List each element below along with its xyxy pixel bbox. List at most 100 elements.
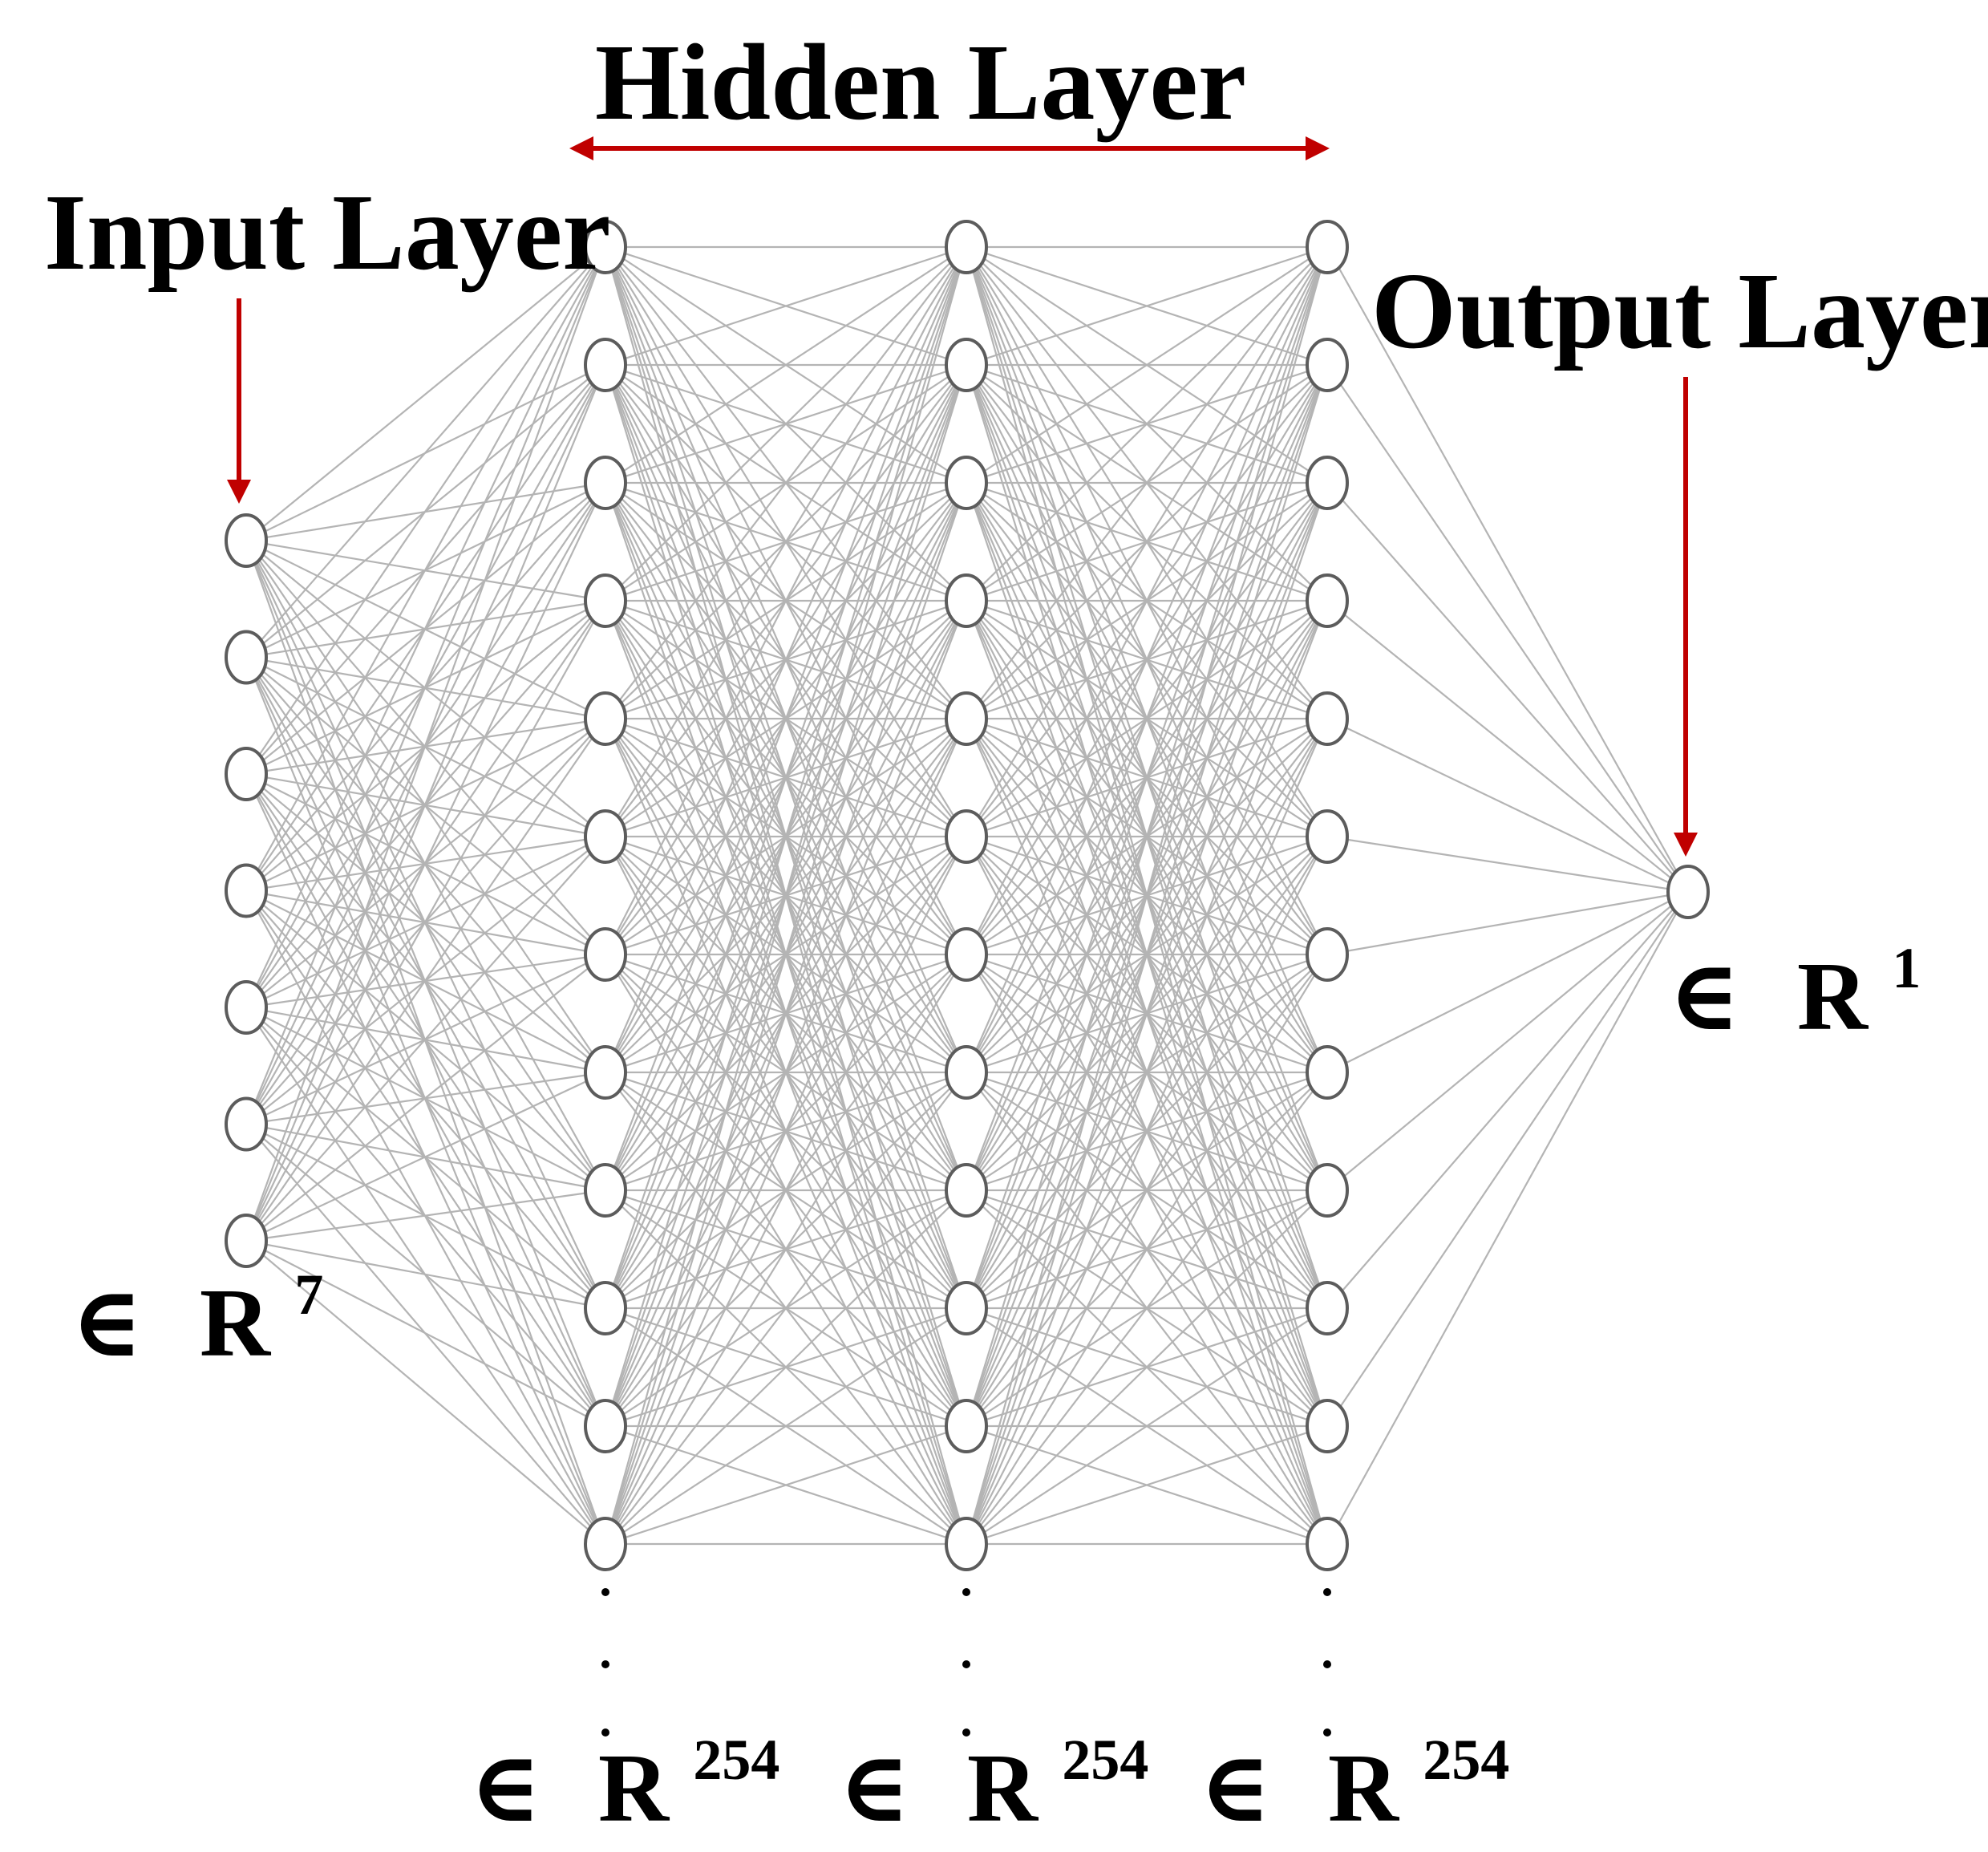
hidden2-neuron [945, 573, 988, 628]
connections [245, 245, 1689, 1546]
ellipsis-dot [1323, 1728, 1331, 1737]
hidden2-neuron [945, 220, 988, 274]
connection-line [966, 246, 1328, 837]
connection-line [604, 718, 968, 1545]
hidden1-neuron [584, 1045, 627, 1100]
connection-line [604, 246, 968, 1427]
connection-line [605, 836, 967, 1545]
hidden3-neuron [1306, 220, 1349, 274]
connection-line [605, 246, 967, 837]
input-neuron [225, 513, 268, 568]
connection-line [966, 246, 1328, 719]
hidden1-neuron [584, 456, 627, 510]
truncation-dots [601, 1588, 1331, 1737]
connection-line [605, 1307, 967, 1545]
connection-line [1326, 364, 1689, 893]
connection-line [965, 246, 1329, 1309]
dimension-exponent: 254 [1062, 1728, 1148, 1792]
neurons [225, 220, 1710, 1571]
connection-line [965, 246, 1329, 1191]
connection-line [966, 954, 1328, 1545]
hidden3-neuron [1306, 1281, 1349, 1335]
hidden2-neuron [945, 1163, 988, 1218]
connection-line [605, 246, 967, 602]
connection-line [1326, 890, 1689, 956]
hidden3-neuron [1306, 1517, 1349, 1571]
connection-line [245, 1189, 606, 1242]
hidden1-neuron [584, 1163, 627, 1218]
connection-line [1326, 246, 1689, 893]
connection-line [965, 364, 1329, 1545]
ellipsis-dot [1323, 1660, 1331, 1668]
hidden3-dimension-label: ∈ R 254 [1199, 1728, 1509, 1842]
dimension-base: R [967, 1734, 1039, 1842]
hidden2-neuron [945, 927, 988, 982]
connection-line [965, 246, 1329, 1545]
hidden2-neuron [945, 1517, 988, 1571]
hidden2-dimension-label: ∈ R 254 [838, 1728, 1148, 1842]
connection-line [1326, 891, 1689, 1073]
connection-line [966, 245, 1328, 367]
connection-line [245, 482, 606, 1242]
connection-line [245, 246, 606, 659]
connection-line [966, 1072, 1328, 1545]
ellipsis-dot [1323, 1588, 1331, 1596]
connection-line [245, 246, 606, 1008]
input-layer-title: Input Layer [44, 172, 611, 293]
ellipsis-dot [601, 1588, 609, 1596]
connection-line [245, 246, 607, 1242]
connection-line [1326, 891, 1689, 1427]
element-of-symbol: ∈ [469, 1734, 541, 1842]
connection-line [604, 246, 968, 1073]
hidden2-neuron [945, 1045, 988, 1100]
connection-line [605, 246, 967, 484]
output-neuron [1666, 865, 1710, 919]
dimension-base: R [598, 1734, 670, 1842]
connection-line [604, 246, 968, 1545]
connection-line [965, 246, 1329, 1073]
input-dimension-label: ∈ R 7 [71, 1262, 323, 1377]
hidden1-neuron [584, 809, 627, 864]
connection-line [966, 1424, 1328, 1546]
connection-line [966, 1189, 1328, 1545]
dimension-exponent: 254 [1423, 1728, 1509, 1792]
connection-line [1326, 835, 1689, 894]
connection-line [245, 1240, 606, 1545]
connection-line [245, 246, 607, 1125]
dimension-exponent: 254 [693, 1728, 779, 1792]
hidden3-neuron [1306, 927, 1349, 982]
connection-line [605, 246, 967, 955]
dimension-base: R [1797, 942, 1869, 1051]
dimension-exponent: 1 [1892, 936, 1921, 1000]
hidden1-neuron [584, 927, 627, 982]
ellipsis-dot [962, 1588, 970, 1596]
hidden-layer-title: Hidden Layer [595, 22, 1246, 143]
input-neuron [225, 1096, 268, 1152]
element-of-symbol: ∈ [1199, 1734, 1271, 1842]
hidden2-neuron [945, 809, 988, 864]
connection-line [245, 718, 606, 1242]
connection-line [966, 1307, 1328, 1545]
hidden1-neuron [584, 1517, 627, 1571]
connection-line [1326, 718, 1689, 893]
hidden3-neuron [1306, 573, 1349, 628]
connection-line [605, 245, 967, 367]
connection-line [1326, 600, 1689, 893]
input-neuron [225, 747, 268, 801]
connection-line [1326, 891, 1689, 1191]
hidden1-neuron [584, 691, 627, 746]
element-of-symbol: ∈ [838, 1734, 910, 1842]
ellipsis-dot [601, 1728, 609, 1737]
dimension-exponent: 7 [294, 1262, 323, 1327]
connection-line [605, 246, 967, 719]
hidden3-neuron [1306, 1163, 1349, 1218]
connection-line [1326, 891, 1689, 1309]
connection-line [604, 364, 968, 1545]
connection-line [605, 1189, 967, 1545]
connection-line [604, 600, 968, 1545]
ellipsis-dot [962, 1728, 970, 1737]
dimension-base: R [1328, 1734, 1400, 1842]
hidden3-neuron [1306, 1399, 1349, 1453]
hidden2-neuron [945, 691, 988, 746]
